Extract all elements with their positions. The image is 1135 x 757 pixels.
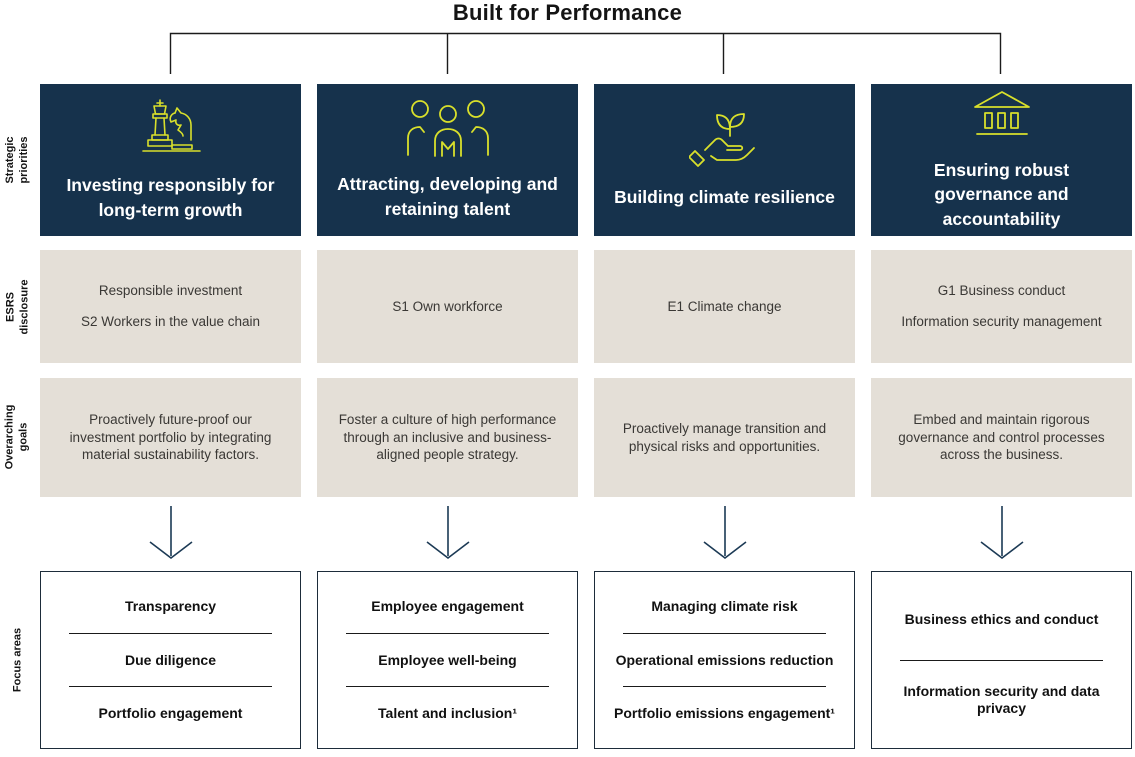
- row-label-text: Overarching goals: [3, 404, 30, 470]
- goal-text: Proactively manage transition and physic…: [622, 420, 827, 454]
- row-label-overarching-goals: Overarching goals: [0, 378, 36, 497]
- focus-separator: [68, 632, 273, 634]
- down-arrow-icon: [317, 497, 578, 571]
- focus-item: Employee engagement: [371, 597, 524, 614]
- esrs-item: S1 Own workforce: [392, 298, 503, 314]
- overarching-goal-card: Embed and maintain rigorous governance a…: [871, 378, 1132, 497]
- focus-areas-card: Business ethics and conduct Information …: [871, 571, 1132, 749]
- strategic-priority-card: Attracting, developing and retaining tal…: [317, 84, 578, 236]
- strategic-priority-card: Investing responsibly for long-term grow…: [40, 84, 301, 236]
- esrs-item: E1 Climate change: [667, 298, 782, 314]
- focus-areas-card: Managing climate risk Operational emissi…: [594, 571, 855, 749]
- priority-title: Attracting, developing and retaining tal…: [337, 174, 558, 219]
- goal-text: Foster a culture of high performance thr…: [338, 412, 557, 463]
- esrs-item: Information security management: [901, 314, 1102, 329]
- bank-icon: [973, 91, 1030, 136]
- esrs-item: Responsible investment: [98, 283, 243, 299]
- down-arrow-icon: [594, 497, 855, 571]
- focus-areas-card: Transparency Due diligence Portfolio eng…: [40, 571, 301, 749]
- focus-item: Talent and inclusion¹: [378, 705, 517, 722]
- row-label-text: Focus areas: [11, 627, 24, 693]
- esrs-disclosure-card: Responsible investment S2 Workers in the…: [40, 250, 301, 363]
- strategic-priority-card: Ensuring robust governance and accountab…: [871, 84, 1132, 236]
- overarching-goal-card: Proactively future-proof our investment …: [40, 378, 301, 497]
- esrs-item: S2 Workers in the value chain: [80, 314, 261, 329]
- focus-item: Business ethics and conduct: [904, 611, 1099, 628]
- priority-title: Investing responsibly for long-term grow…: [66, 175, 275, 220]
- down-arrow-icon: [40, 497, 301, 571]
- overarching-goal-card: Proactively manage transition and physic…: [594, 378, 855, 497]
- focus-item: Managing climate risk: [651, 597, 798, 614]
- focus-item: Operational emissions reduction: [615, 651, 834, 668]
- column-attracting-talent: Attracting, developing and retaining tal…: [317, 0, 578, 757]
- esrs-disclosure-card: S1 Own workforce: [317, 250, 578, 363]
- column-investing-responsibly: Investing responsibly for long-term grow…: [40, 0, 301, 757]
- column-climate-resilience: Building climate resilience E1 Climate c…: [594, 0, 855, 757]
- focus-separator: [345, 686, 550, 688]
- focus-item: Due diligence: [124, 651, 217, 668]
- row-label-strategic-priorities: Strategic priorities: [0, 84, 36, 236]
- down-arrow-icon: [871, 497, 1132, 571]
- row-label-focus-areas: Focus areas: [1, 572, 37, 749]
- overarching-goal-card: Foster a culture of high performance thr…: [317, 378, 578, 497]
- priority-title: Building climate resilience: [614, 187, 835, 208]
- goal-text: Proactively future-proof our investment …: [69, 412, 272, 463]
- focus-item: Portfolio emissions engagement¹: [614, 705, 835, 722]
- focus-separator: [899, 659, 1104, 661]
- people-icon: [406, 100, 489, 158]
- focus-item: Transparency: [124, 597, 217, 614]
- priority-title: Ensuring robust governance and accountab…: [933, 160, 1070, 229]
- hand-plant-icon: [688, 113, 755, 168]
- esrs-item: G1 Business conduct: [937, 283, 1066, 299]
- connector-bracket: [169, 32, 1002, 74]
- focus-areas-card: Employee engagement Employee well-being …: [317, 571, 578, 749]
- strategic-priority-card: Building climate resilience: [594, 84, 855, 236]
- column-governance-accountability: Ensuring robust governance and accountab…: [871, 0, 1132, 757]
- focus-separator: [622, 686, 827, 688]
- esrs-disclosure-card: E1 Climate change: [594, 250, 855, 363]
- goal-text: Embed and maintain rigorous governance a…: [898, 412, 1105, 463]
- esrs-disclosure-card: G1 Business conduct Information security…: [871, 250, 1132, 363]
- focus-separator: [68, 686, 273, 688]
- focus-item: Portfolio engagement: [98, 705, 243, 722]
- focus-item: Employee well-being: [378, 651, 517, 668]
- row-label-text: ESRS disclosure: [4, 279, 31, 335]
- row-label-esrs-disclosure: ESRS disclosure: [1, 251, 37, 364]
- focus-separator: [622, 632, 827, 634]
- diagram-title: Built for Performance: [452, 0, 683, 25]
- chess-icon: [141, 99, 201, 153]
- focus-separator: [345, 632, 550, 634]
- row-label-text: Strategic priorities: [4, 136, 30, 184]
- focus-item: Information security and data privacy: [903, 683, 1100, 717]
